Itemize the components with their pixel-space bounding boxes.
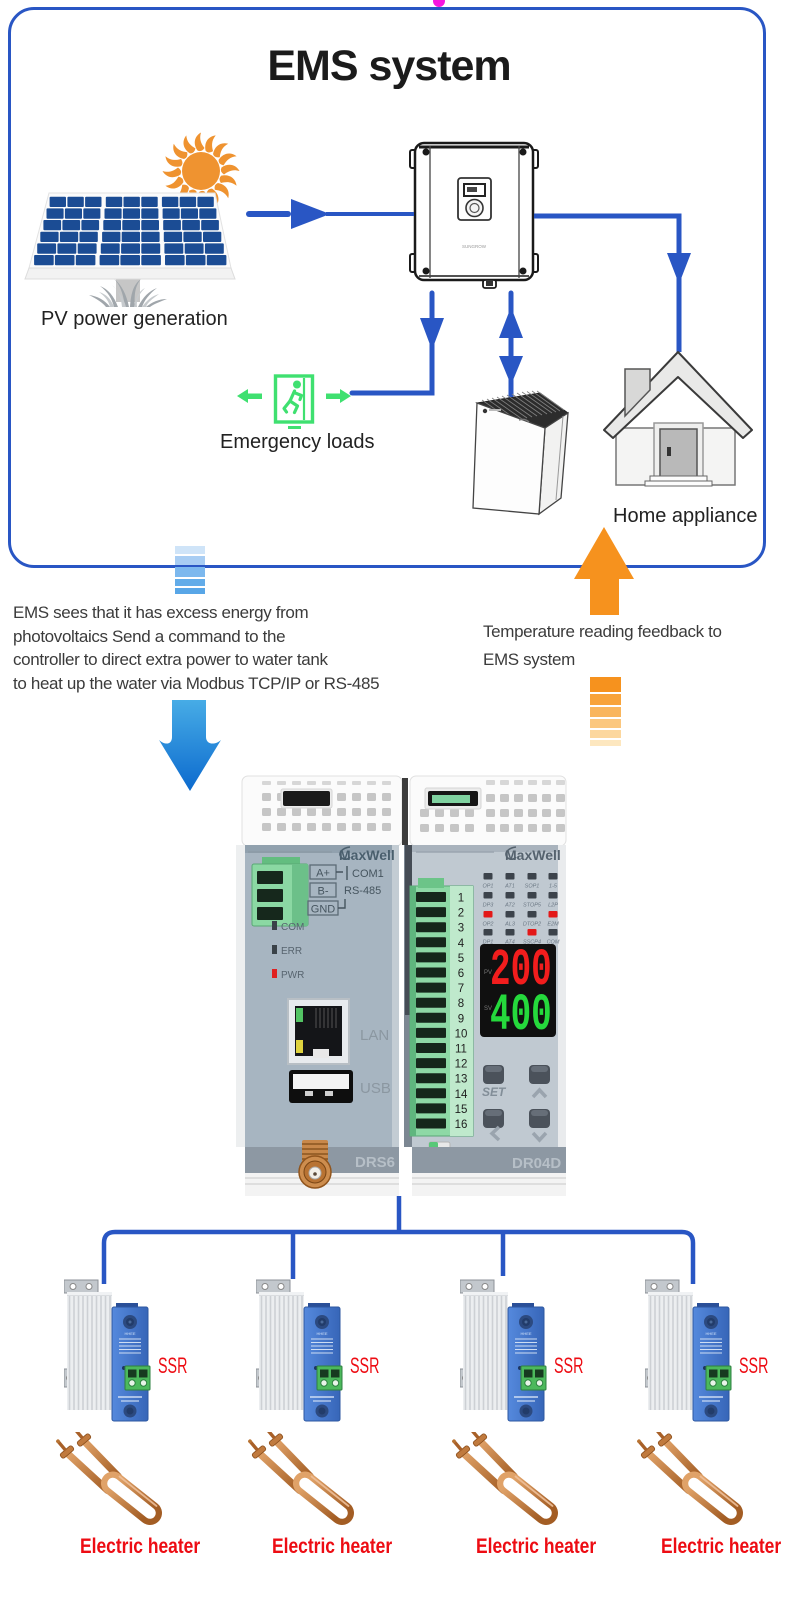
svg-text:1-5: 1-5 bbox=[549, 884, 558, 890]
svg-text:STOP5: STOP5 bbox=[523, 903, 542, 909]
svg-text:DP3: DP3 bbox=[483, 903, 495, 909]
svg-text:DR04D: DR04D bbox=[512, 1155, 561, 1172]
svg-text:4: 4 bbox=[458, 938, 465, 950]
svg-text:USB: USB bbox=[360, 1080, 391, 1097]
svg-text:AT1: AT1 bbox=[504, 884, 515, 890]
svg-text:ERR: ERR bbox=[281, 946, 302, 957]
svg-text:SOP1: SOP1 bbox=[525, 884, 540, 890]
svg-text:10: 10 bbox=[455, 1028, 468, 1040]
svg-text:A+: A+ bbox=[316, 868, 330, 880]
svg-text:GND: GND bbox=[311, 904, 336, 916]
svg-text:PWR: PWR bbox=[281, 970, 304, 981]
svg-text:DRS6: DRS6 bbox=[355, 1154, 395, 1171]
svg-text:AL3: AL3 bbox=[504, 922, 516, 928]
svg-text:SET: SET bbox=[482, 1085, 507, 1099]
svg-text:SSCP4: SSCP4 bbox=[523, 940, 541, 946]
svg-text:OP1: OP1 bbox=[482, 884, 493, 890]
svg-text:1: 1 bbox=[458, 893, 464, 905]
svg-text:PV: PV bbox=[484, 970, 492, 976]
svg-text:14: 14 bbox=[455, 1089, 468, 1101]
svg-text:AT4: AT4 bbox=[504, 940, 515, 946]
svg-text:DP1: DP1 bbox=[483, 940, 494, 946]
svg-text:9: 9 bbox=[458, 1013, 464, 1025]
svg-text:5: 5 bbox=[458, 953, 464, 965]
svg-text:COM1: COM1 bbox=[352, 868, 384, 880]
svg-text:12: 12 bbox=[455, 1059, 468, 1071]
svg-text:8: 8 bbox=[458, 998, 464, 1010]
svg-text:3: 3 bbox=[458, 923, 464, 935]
svg-text:11: 11 bbox=[455, 1044, 467, 1056]
svg-text:SUNGROW: SUNGROW bbox=[462, 244, 487, 249]
svg-text:B-: B- bbox=[318, 886, 329, 898]
svg-text:15: 15 bbox=[455, 1104, 468, 1116]
svg-text:MaxWell: MaxWell bbox=[339, 847, 395, 863]
svg-text:MaxWell: MaxWell bbox=[505, 847, 561, 863]
svg-text:6: 6 bbox=[458, 968, 464, 980]
svg-text:7: 7 bbox=[458, 983, 464, 995]
svg-text:COM: COM bbox=[547, 940, 560, 946]
svg-text:16: 16 bbox=[455, 1119, 468, 1131]
svg-text:2: 2 bbox=[458, 908, 464, 920]
svg-text:AT2: AT2 bbox=[504, 903, 515, 909]
svg-text:DTOP2: DTOP2 bbox=[523, 922, 541, 928]
svg-text:E2M: E2M bbox=[547, 922, 559, 928]
svg-text:L2P: L2P bbox=[548, 903, 558, 909]
svg-text:SV: SV bbox=[484, 1006, 492, 1012]
svg-text:OP2: OP2 bbox=[482, 922, 493, 928]
svg-text:LAN: LAN bbox=[360, 1027, 389, 1044]
svg-text:400: 400 bbox=[490, 987, 552, 1046]
svg-text:200: 200 bbox=[490, 942, 552, 1001]
svg-text:RS-485: RS-485 bbox=[344, 885, 381, 897]
svg-text:COM: COM bbox=[281, 922, 304, 933]
svg-text:13: 13 bbox=[455, 1074, 468, 1086]
